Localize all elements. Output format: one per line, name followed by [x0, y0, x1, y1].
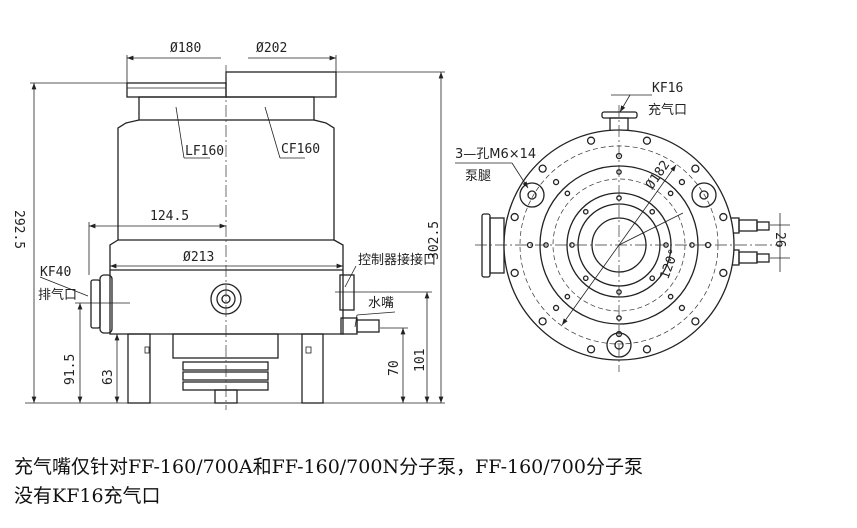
kf16-label: KF16	[652, 81, 683, 96]
caption-line-2: 没有KF16充气口	[14, 485, 161, 507]
bolt-hole	[678, 178, 686, 186]
dim-26: 26	[772, 232, 787, 248]
bolt-hole	[586, 345, 596, 354]
bolt-hole	[691, 317, 700, 326]
dim-101: 101	[413, 349, 428, 372]
bolt-hole	[538, 164, 547, 173]
leg-left	[127, 333, 151, 404]
bolt-hole	[510, 212, 519, 222]
cf-flange	[225, 71, 337, 98]
bolt-hole	[719, 212, 728, 222]
leg-right	[301, 333, 324, 404]
controller-port-label: 控制器接接口	[358, 252, 436, 268]
dim-292-5: 292.5	[11, 210, 26, 249]
bolt-hole	[586, 136, 596, 145]
holes-label: 3—孔M6×14	[455, 147, 536, 162]
lf-flange	[126, 82, 227, 98]
kf16-port	[601, 111, 638, 119]
caption-line-1: 充气嘴仅针对FF-160/700A和FF-160/700N分子泵，FF-160/…	[14, 456, 643, 478]
bolt-hole	[526, 241, 534, 249]
dim-180: Ø180	[170, 41, 201, 56]
technical-drawing: Ø180 Ø202 LF160 CF160 124.5 Ø213 KF40 排气…	[11, 41, 790, 410]
dim-63: 63	[101, 369, 116, 385]
lf160-label: LF160	[185, 144, 224, 159]
neck	[138, 96, 315, 121]
bolt-hole	[678, 304, 686, 312]
bolt-hole	[642, 345, 652, 354]
cf160-label: CF160	[281, 142, 320, 157]
dim-213: Ø213	[183, 250, 214, 265]
bolt-hole	[691, 164, 700, 173]
exhaust-label: 排气口	[38, 287, 77, 303]
bolt-hole	[689, 242, 695, 248]
bolt-hole	[538, 317, 547, 326]
bolt-hole	[552, 178, 560, 186]
kf40-label: KF40	[40, 265, 71, 280]
water-nozzle-label: 水嘴	[368, 296, 394, 311]
bolt-hole	[552, 304, 560, 312]
pump-leg-hole	[691, 182, 717, 208]
pump-leg-hole	[519, 182, 545, 208]
bolt-hole	[510, 268, 519, 278]
side-view: Ø180 Ø202 LF160 CF160 124.5 Ø213 KF40 排气…	[11, 41, 445, 410]
top-view: KF16 充气口 3—孔M6×14 泵腿 Ø182 120° 26	[455, 81, 790, 372]
vent-port-label: 充气口	[648, 102, 687, 118]
controller-port	[339, 274, 355, 311]
dim-124-5: 124.5	[150, 209, 189, 224]
dim-302-5: 302.5	[427, 221, 442, 260]
pump-legs-label: 泵腿	[465, 169, 491, 184]
dim-202: Ø202	[256, 41, 287, 56]
bolt-hole	[642, 136, 652, 145]
dim-70: 70	[387, 360, 402, 376]
bolt-hole	[719, 268, 728, 278]
dim-91-5: 91.5	[63, 354, 78, 385]
side-port	[489, 217, 505, 274]
